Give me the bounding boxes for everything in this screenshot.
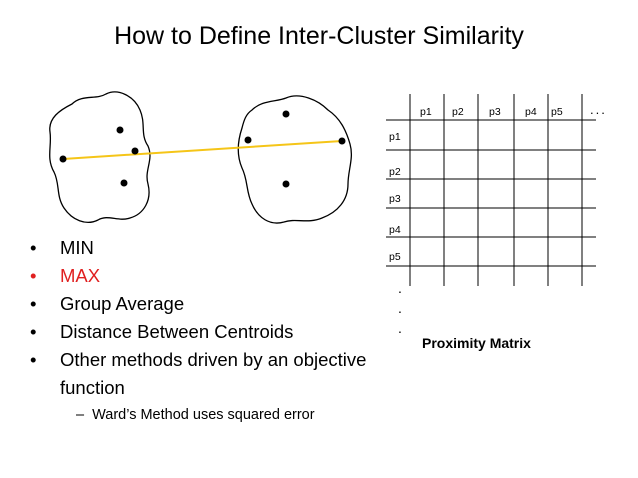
col-header-p4: p4 <box>525 106 537 118</box>
row-ellipsis: . . . <box>398 280 402 336</box>
point-right-3 <box>338 137 346 145</box>
cluster-right-outline <box>237 95 353 224</box>
matrix-caption: Proximity Matrix <box>422 335 531 351</box>
max-distance-connector <box>62 140 343 160</box>
bullet-objective-methods: •Other methods driven by an objective fu… <box>28 346 410 426</box>
col-header-p1: p1 <box>420 106 432 118</box>
col-header-p5: p5 <box>551 106 563 118</box>
bullet-dot: • <box>30 293 37 314</box>
col-header-p3: p3 <box>489 106 501 118</box>
point-left-2 <box>131 147 139 155</box>
bullet-centroid-distance: •Distance Between Centroids <box>28 318 410 346</box>
row-header-p2: p2 <box>389 166 401 178</box>
bullet-dot: • <box>30 349 37 370</box>
bullet-max: •MAX <box>28 262 410 290</box>
cluster-left-outline <box>49 91 151 223</box>
method-list: •MIN •MAX •Group Average •Distance Betwe… <box>28 234 410 426</box>
bullet-dot: • <box>30 265 37 286</box>
column-ellipsis: ... <box>590 102 607 117</box>
row-header-p3: p3 <box>389 193 401 205</box>
bullet-group-average: •Group Average <box>28 290 410 318</box>
point-left-3 <box>59 155 67 163</box>
sub-bullet-dash: – <box>76 407 85 423</box>
point-left-1 <box>116 126 124 134</box>
sub-bullet-ward: – Ward’s Method uses squared error <box>76 407 315 423</box>
point-right-1 <box>282 110 290 118</box>
col-header-p2: p2 <box>452 106 464 118</box>
point-right-2 <box>244 136 252 144</box>
row-header-p1: p1 <box>389 131 401 143</box>
point-right-4 <box>282 180 290 188</box>
bullet-min: •MIN <box>28 234 410 262</box>
row-header-p5: p5 <box>389 251 401 263</box>
point-left-4 <box>120 179 128 187</box>
slide-title: How to Define Inter-Cluster Similarity <box>114 22 524 50</box>
bullet-dot: • <box>30 237 37 258</box>
matrix-grid <box>386 94 596 286</box>
row-header-p4: p4 <box>389 224 401 236</box>
bullet-dot: • <box>30 321 37 342</box>
